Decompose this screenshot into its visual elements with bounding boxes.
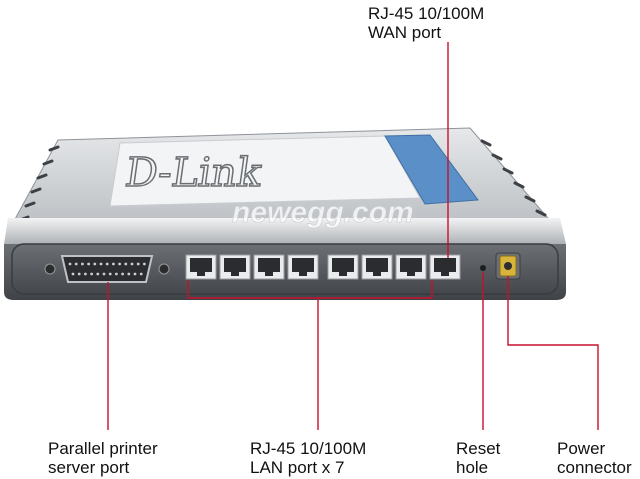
callout-lan-line1: RJ-45 10/100M [250, 439, 367, 458]
parallel-pin [105, 262, 109, 266]
parallel-pin [81, 262, 84, 266]
right-vents [480, 139, 547, 217]
callout-power-line1: Power [557, 439, 606, 458]
lan-port [219, 254, 251, 280]
parallel-pin [136, 262, 140, 266]
callout-reset-line1: Reset [456, 439, 501, 458]
callout-power-connector: Power connector [557, 439, 640, 477]
parallel-pin [127, 272, 131, 276]
lan-port [395, 254, 427, 280]
callout-wan-line1: RJ-45 10/100M [368, 4, 485, 23]
parallel-pin [112, 262, 115, 266]
callout-power-line2: connector [557, 458, 632, 477]
front-top-band [4, 218, 566, 244]
front-panel-inset [11, 243, 559, 295]
parallel-pin [90, 272, 93, 276]
watermark-text: newegg.com [232, 196, 414, 229]
lan-port [185, 254, 217, 280]
parallel-pin [102, 272, 106, 276]
parallel-pin [133, 272, 137, 276]
parallel-pin [118, 262, 121, 266]
callout-wan-line2: WAN port [368, 23, 442, 42]
wan-port [429, 254, 461, 280]
parallel-pin [77, 272, 81, 276]
callout-wan-port: RJ-45 10/100M WAN port [368, 4, 484, 42]
parallel-pin [139, 272, 143, 276]
lan-port [327, 254, 359, 280]
reset-hole [480, 265, 486, 271]
lan-port [253, 254, 285, 280]
callout-parallel-line1: Parallel printer [48, 439, 158, 458]
callout-reset-hole: Reset hole [456, 439, 500, 477]
brand-text: D-Link [122, 150, 265, 196]
parallel-pin [74, 262, 78, 266]
left-vents [18, 145, 60, 222]
parallel-pin [71, 272, 75, 276]
lan-port [287, 254, 319, 280]
parallel-pin [87, 262, 90, 266]
callout-reset-line2: hole [456, 458, 489, 477]
parallel-pin [68, 262, 72, 266]
callout-lan-line2: LAN port x 7 [250, 458, 345, 477]
parallel-pin [130, 262, 134, 266]
parallel-pin [99, 262, 103, 266]
rj45-ports [185, 254, 461, 280]
lan-port [361, 254, 393, 280]
parallel-pin [93, 262, 97, 266]
parallel-pin [143, 262, 146, 266]
power-leader-line [507, 276, 599, 430]
parallel-pin [124, 262, 128, 266]
lan-bracket-line [187, 280, 433, 299]
blue-sticker [384, 134, 479, 205]
parallel-pin [108, 272, 112, 276]
parallel-pin [96, 272, 100, 276]
power-connector [495, 252, 521, 280]
top-label-panel [109, 135, 421, 207]
callout-parallel-port: Parallel printer server port [48, 439, 158, 477]
callout-lan-ports: RJ-45 10/100M LAN port x 7 [250, 439, 366, 477]
parallel-pin [115, 272, 118, 276]
parallel-pin [121, 272, 124, 276]
callout-parallel-line2: server port [48, 458, 130, 477]
parallel-pin [84, 272, 87, 276]
parallel-port [44, 255, 170, 283]
